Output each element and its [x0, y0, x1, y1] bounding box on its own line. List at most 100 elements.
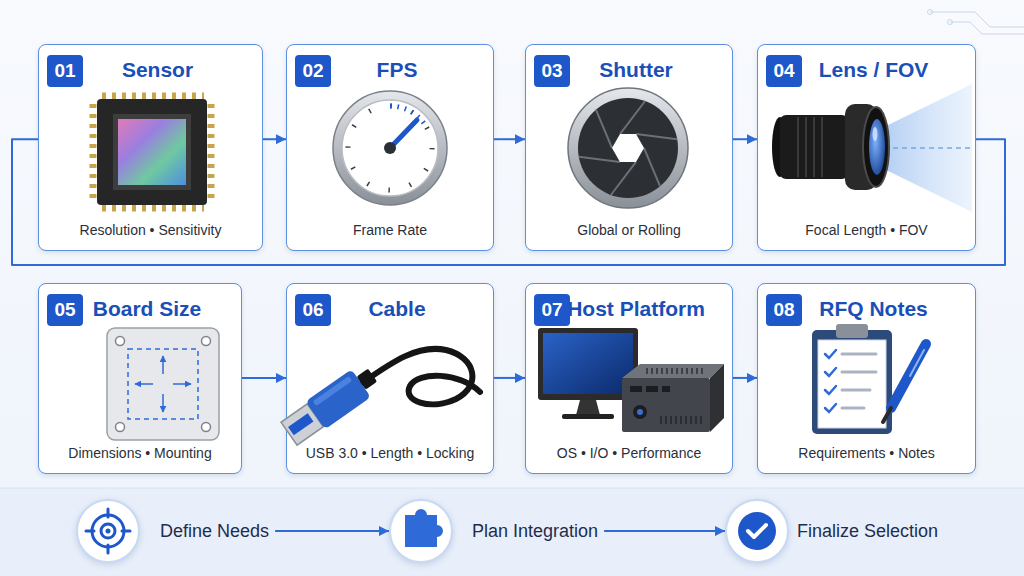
clipboard-icon	[812, 324, 926, 434]
check-marks	[825, 350, 836, 412]
usb-cable-icon	[279, 349, 480, 448]
card-title: Shutter	[548, 55, 724, 85]
step-card: Lens / FOV Focal Length • FOV 04	[757, 44, 976, 251]
board-icon	[107, 328, 219, 440]
lens-glass	[869, 119, 885, 175]
card-title: Board Size	[61, 294, 233, 324]
lens-mount	[772, 117, 788, 177]
gauge-needle	[390, 120, 417, 148]
aperture-opening	[612, 134, 644, 162]
lens-barrel	[780, 115, 848, 179]
box-side	[710, 364, 724, 432]
step-card: CableUSB 3.0 • Length • Locking06	[286, 283, 494, 474]
gauge-blue-ticks	[390, 106, 427, 128]
clipboard-clip	[836, 324, 868, 338]
fov-cone	[882, 84, 972, 212]
card-caption: Focal Length • FOV	[764, 221, 969, 239]
aperture-body	[578, 98, 678, 198]
step-card: Host Platform OS • I/O • Performance 07	[525, 283, 733, 474]
number-badge: 02	[295, 55, 331, 87]
step-circle	[725, 499, 789, 563]
phase-band	[0, 488, 1024, 576]
flow-arrow	[494, 138, 525, 140]
lens-icon	[772, 84, 972, 212]
lens-highlight	[873, 127, 878, 141]
step-card: ShutterGlobal or Rolling 03	[525, 44, 733, 251]
pen-icon	[883, 344, 926, 422]
box-lens	[637, 409, 643, 415]
box-vents	[646, 368, 706, 374]
card-title: FPS	[309, 55, 485, 85]
card-title: RFQ Notes	[780, 294, 967, 324]
flow-arrow	[275, 530, 389, 532]
phase-step: Plan Integration	[389, 499, 604, 563]
sensor-area	[118, 119, 186, 185]
chip-frame	[113, 114, 191, 190]
flow-arrow	[604, 530, 725, 532]
gauge-hub	[384, 142, 396, 154]
aperture-blades	[579, 101, 677, 195]
card-title: Cable	[309, 294, 485, 324]
number-badge: 08	[766, 294, 802, 326]
step-card: SensorResolution • Sensitivity 01	[38, 44, 263, 251]
flow-arrow	[733, 138, 757, 140]
number-badge: 03	[534, 55, 570, 87]
step-label: Plan Integration	[472, 499, 598, 563]
phase-step: Finalize Selection	[725, 499, 944, 563]
flow-arrow	[242, 377, 286, 379]
connector-layer	[12, 139, 1005, 531]
step-label: Finalize Selection	[797, 499, 938, 563]
card-caption: Frame Rate	[293, 221, 487, 239]
usb-plug	[279, 361, 382, 447]
card-caption: OS • I/O • Performance	[532, 444, 726, 462]
card-title: Host Platform	[548, 294, 724, 324]
flow-arrow	[494, 377, 525, 379]
aperture-icon	[568, 88, 688, 208]
mounting-holes	[116, 337, 211, 432]
lens-rim	[863, 107, 889, 187]
step-number: 04	[766, 55, 802, 87]
dimension-arrows	[135, 356, 191, 412]
card-title: Lens / FOV	[780, 55, 967, 85]
box-front	[622, 378, 710, 432]
clipboard-board	[812, 330, 892, 434]
step-card: RFQ NotesRequirements • Notes 08	[757, 283, 976, 474]
card-caption: Global or Rolling	[532, 221, 726, 239]
card-title: Sensor	[61, 55, 254, 85]
monitor-stand	[576, 400, 600, 415]
step-label: Define Needs	[160, 499, 269, 563]
step-number: 07	[534, 294, 570, 326]
number-badge: 01	[47, 55, 83, 87]
box-ports	[630, 386, 670, 419]
sensor-chip-icon	[93, 96, 211, 208]
gauge-icon	[333, 91, 447, 205]
step-card: FPS Frame Rate 02	[286, 44, 494, 251]
board-plate	[107, 328, 219, 440]
circuit-trace	[950, 22, 1024, 34]
cable-wire	[362, 349, 480, 404]
card-caption: Requirements • Notes	[764, 444, 969, 462]
lens-ridges	[798, 117, 822, 177]
phase-step: Define Needs	[76, 499, 275, 563]
number-badge: 06	[295, 294, 331, 326]
card-caption: Dimensions • Mounting	[45, 444, 235, 462]
monitor-frame	[538, 328, 638, 400]
host-computer-icon	[538, 328, 724, 432]
monitor-screen	[543, 333, 633, 394]
card-caption: Resolution • Sensitivity	[45, 221, 256, 239]
gauge-ticks	[348, 106, 432, 190]
circuit-pad	[948, 20, 953, 25]
box-grille	[660, 416, 702, 424]
circuit-trace	[930, 12, 1024, 27]
puzzle-icon	[405, 509, 443, 547]
step-number: 02	[295, 55, 331, 87]
circuit-pad	[928, 10, 933, 15]
chip-body	[97, 99, 207, 205]
step-card: Board SizeDimensions • Mounting05	[38, 283, 242, 474]
gauge-rim	[333, 91, 447, 205]
dimension-outline	[128, 349, 198, 419]
number-badge: 07	[534, 294, 570, 326]
